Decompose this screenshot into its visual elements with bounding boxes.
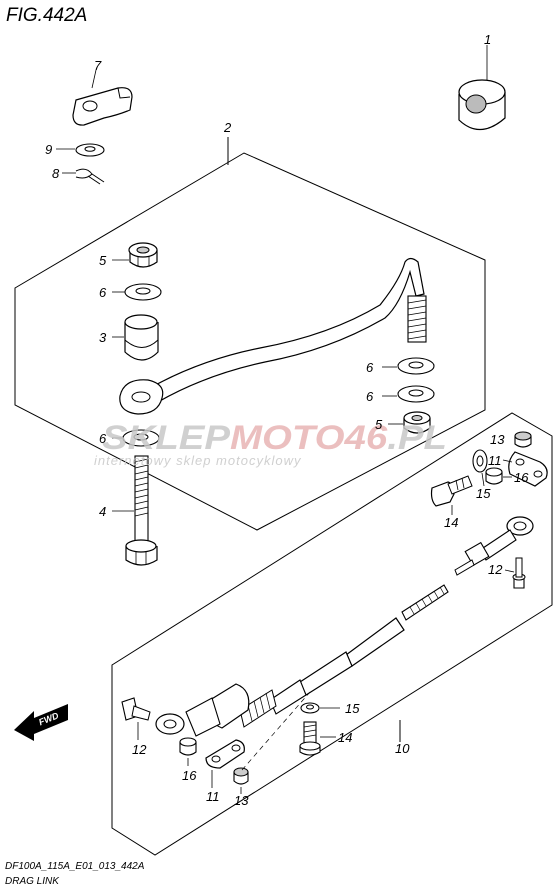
callout-16-upper: 16: [514, 470, 529, 485]
callout-1: 1: [484, 32, 491, 47]
part-8-cotter-pin[interactable]: [62, 168, 105, 185]
watermark-sub: internetowy sklep motocyklowy: [94, 453, 302, 468]
callout-2: 2: [223, 120, 232, 135]
part-7-bracket[interactable]: [72, 69, 133, 126]
group-2-frame: [14, 152, 486, 531]
footer-name: DRAG LINK: [5, 876, 60, 887]
part-14-bolt-lower[interactable]: [299, 721, 336, 756]
callout-5-upper: 5: [99, 253, 107, 268]
callout-5-right: 5: [375, 417, 383, 432]
callout-11-upper: 11: [488, 453, 502, 468]
part-15-washer-lower[interactable]: [300, 702, 340, 714]
part-12-bolt-upper[interactable]: [504, 557, 526, 589]
callout-8: 8: [52, 166, 60, 181]
callout-4: 4: [99, 504, 106, 519]
callout-7: 7: [94, 58, 102, 73]
callout-12-lower: 12: [132, 742, 147, 757]
callout-15-upper: 15: [476, 486, 491, 501]
part-6-washer-upper-left[interactable]: [112, 283, 162, 301]
part-13-nut-lower[interactable]: [233, 767, 249, 794]
part-16-spacer-lower[interactable]: [179, 737, 197, 766]
part-4-bolt[interactable]: [112, 455, 158, 566]
callout-6-lower-left: 6: [99, 431, 107, 446]
part-6-washer-right-lower[interactable]: [382, 385, 435, 403]
part-6-washer-right-upper[interactable]: [382, 357, 435, 375]
watermark-main-a: SKLEP: [102, 419, 230, 457]
part-16-spacer-upper[interactable]: [485, 467, 512, 485]
part-10-control-cable[interactable]: [155, 516, 534, 737]
part-12-bolt-lower[interactable]: [121, 697, 151, 740]
callout-3: 3: [99, 330, 107, 345]
part-5-nut-upper[interactable]: [112, 242, 158, 268]
callout-16-lower: 16: [182, 768, 197, 783]
footer-code: DF100A_115A_E01_013_442A: [5, 861, 145, 872]
callout-6-right-lower: 6: [366, 389, 374, 404]
callout-6-upper-left: 6: [99, 285, 107, 300]
watermark-main-b: MOTO46: [230, 419, 388, 457]
part-11-plate-lower[interactable]: [205, 739, 245, 788]
callout-11-lower: 11: [206, 789, 220, 804]
callout-10: 10: [395, 741, 410, 756]
part-9-washer[interactable]: [56, 143, 105, 157]
part-1-bushing[interactable]: [458, 45, 506, 131]
part-3-collar[interactable]: [112, 314, 159, 361]
callout-15-lower: 15: [345, 701, 360, 716]
callout-14-lower: 14: [338, 730, 352, 745]
fwd-arrow-icon: FWD: [14, 704, 68, 741]
callout-14-upper: 14: [444, 515, 458, 530]
figure-title: FIG.442A: [6, 5, 87, 26]
part-13-nut-upper[interactable]: [514, 431, 532, 448]
part-6-washer-lower-left[interactable]: [112, 429, 160, 447]
watermark-main-c: .PL: [387, 419, 447, 457]
part-5-nut-right[interactable]: [388, 411, 431, 434]
callout-12-upper: 12: [488, 562, 503, 577]
part-14-bolt-upper[interactable]: [430, 475, 473, 515]
group-10-frame: [111, 412, 553, 856]
callout-13-upper: 13: [490, 432, 505, 447]
part-11-plate-upper[interactable]: [502, 451, 548, 487]
callout-13-lower: 13: [234, 793, 249, 808]
part-15-washer-upper[interactable]: [472, 449, 488, 487]
callout-9: 9: [45, 142, 52, 157]
part-2-drag-link-rod[interactable]: [119, 257, 427, 415]
callout-6-right-upper: 6: [366, 360, 374, 375]
